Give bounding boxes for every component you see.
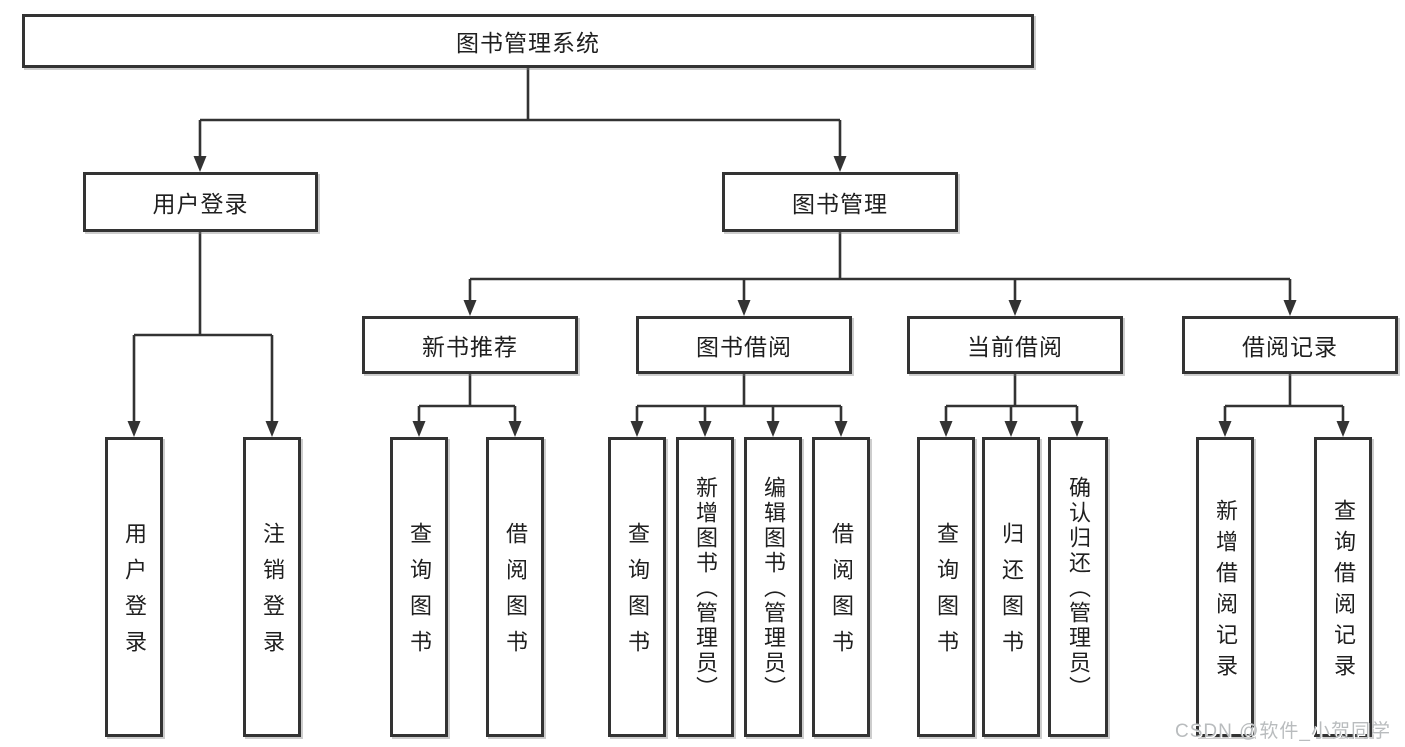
leaf-current-query-book-label: 查询图书 [934,522,959,666]
leaf-borrow-query-book: 查询图书 [608,437,666,737]
leaf-add-borrow-record-label: 新增借阅记录 [1213,498,1238,685]
csdn-watermark: CSDN @软件_小贺同学 [1175,721,1391,742]
leaf-confirm-return-admin-label: 确认归还（管理员） [1066,476,1091,701]
leaf-logout-label: 注销登录 [260,522,285,666]
node-borrow-record: 借阅记录 [1182,316,1398,374]
node-new-book-recommend-label: 新书推荐 [422,334,518,360]
node-book-management: 图书管理 [722,172,958,232]
leaf-recommend-query-book-label: 查询图书 [407,522,432,666]
node-book-borrow-label: 图书借阅 [696,334,792,360]
leaf-borrow-book: 借阅图书 [812,437,870,737]
leaf-query-borrow-record: 查询借阅记录 [1314,437,1372,737]
node-book-borrow: 图书借阅 [636,316,852,374]
node-user-login: 用户登录 [83,172,318,232]
arrowheads [127,156,1350,437]
leaf-edit-book-admin-label: 编辑图书（管理员） [761,476,786,701]
leaf-confirm-return-admin: 确认归还（管理员） [1048,437,1108,737]
leaf-recommend-query-book: 查询图书 [390,437,448,737]
node-root-label: 图书管理系统 [456,30,600,56]
node-current-borrow-label: 当前借阅 [967,334,1063,360]
node-user-login-label: 用户登录 [152,191,249,217]
node-current-borrow: 当前借阅 [907,316,1123,374]
leaf-borrow-book-label: 借阅图书 [829,522,854,666]
leaf-recommend-borrow-book-label: 借阅图书 [503,522,528,666]
leaf-recommend-borrow-book: 借阅图书 [486,437,544,737]
node-book-management-label: 图书管理 [792,191,888,217]
leaf-user-login-label: 用户登录 [122,522,147,666]
leaf-current-query-book: 查询图书 [917,437,975,737]
leaf-query-borrow-record-label: 查询借阅记录 [1331,498,1356,685]
node-root: 图书管理系统 [22,14,1034,68]
leaf-user-login: 用户登录 [105,437,163,737]
leaf-add-borrow-record: 新增借阅记录 [1196,437,1254,737]
connector-paths [132,68,1345,423]
leaf-borrow-query-book-label: 查询图书 [625,522,650,666]
leaf-return-book: 归还图书 [982,437,1040,737]
leaf-logout: 注销登录 [243,437,301,737]
leaf-edit-book-admin: 编辑图书（管理员） [744,437,802,737]
leaf-add-book-admin: 新增图书（管理员） [676,437,734,737]
leaf-return-book-label: 归还图书 [999,522,1024,666]
leaf-add-book-admin-label: 新增图书（管理员） [693,476,718,701]
node-borrow-record-label: 借阅记录 [1242,334,1338,360]
node-new-book-recommend: 新书推荐 [362,316,578,374]
